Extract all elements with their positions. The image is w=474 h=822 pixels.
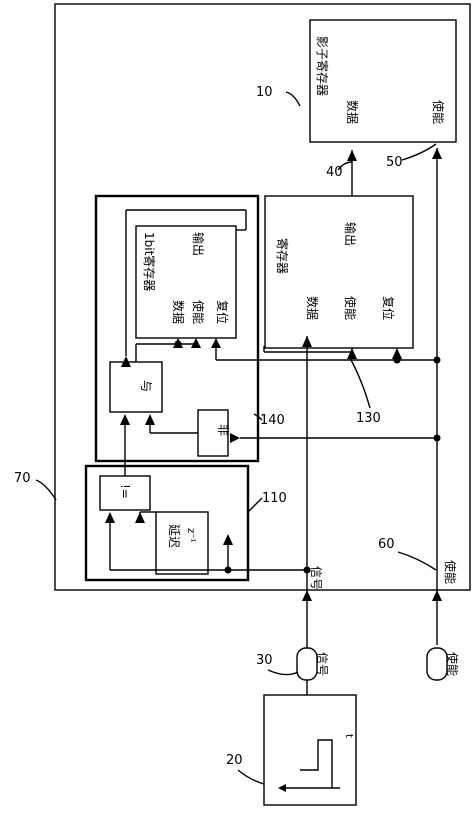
junction-and-out xyxy=(174,340,182,348)
arrow-and-input-1 xyxy=(121,356,131,367)
arrow-and-input-3 xyxy=(120,414,130,425)
ref-110: 110 xyxy=(262,491,287,506)
ref-30: 30 xyxy=(256,653,273,668)
ref-50: 50 xyxy=(386,155,403,170)
onebit-register-box xyxy=(135,225,237,339)
junction-signal-2 xyxy=(224,566,232,574)
ref-140: 140 xyxy=(260,413,285,428)
block-110 xyxy=(84,464,250,582)
arrow-shadow-enable xyxy=(432,148,442,159)
leader-130 xyxy=(349,357,371,409)
arrow-delay-input xyxy=(223,534,233,545)
leader-70 xyxy=(35,479,57,501)
register-data-label: 数据 xyxy=(305,296,320,320)
neq-gate-label: != xyxy=(118,484,132,499)
enable-capsule xyxy=(426,647,448,681)
ref-20: 20 xyxy=(226,753,243,768)
shadow-data-label: 数据 xyxy=(345,100,360,124)
arrow-enable-entry xyxy=(432,590,442,601)
arrow-and-input-2 xyxy=(145,414,155,425)
and-gate xyxy=(109,361,163,413)
delay-box xyxy=(155,511,209,575)
not-gate-label: 非 xyxy=(216,424,230,436)
junction-enable-2 xyxy=(393,356,401,364)
ref-130: 130 xyxy=(356,411,381,426)
arrow-register-data xyxy=(302,336,312,347)
arrow-register-enable xyxy=(347,348,357,359)
arrow-neq-input-1 xyxy=(105,512,115,523)
junction-enable-1 xyxy=(433,356,441,364)
arrow-not-input xyxy=(230,433,240,443)
leader-110 xyxy=(247,497,263,513)
signal-outside-label: 信号 xyxy=(315,652,329,676)
signal-capsule xyxy=(296,647,318,681)
source-pulse xyxy=(300,739,333,788)
enable-inside-label: 使能 xyxy=(443,560,458,584)
register-box xyxy=(264,195,414,349)
arrow-neq-input-2 xyxy=(135,512,145,523)
block-140 xyxy=(94,194,260,463)
delay-symbol: z⁻¹ xyxy=(185,528,196,543)
signal-inside-label: 信号 xyxy=(309,566,323,590)
leader-50 xyxy=(401,143,437,161)
arrow-onebit-enable xyxy=(191,338,201,348)
delay-title: 延迟 xyxy=(167,524,181,548)
onebit-register-title: 1bit寄存器 xyxy=(142,232,157,291)
register-title: 寄存器 xyxy=(275,238,290,274)
arrow-onebit-reset xyxy=(211,338,221,348)
junction-signal xyxy=(303,566,311,574)
source-axis-label: t xyxy=(343,734,354,738)
ref-70: 70 xyxy=(14,471,31,486)
ref-60: 60 xyxy=(378,537,395,552)
leader-60 xyxy=(397,551,437,571)
neq-gate xyxy=(99,475,151,511)
register-output-label: 输出 xyxy=(343,222,358,246)
leader-10 xyxy=(285,91,301,107)
signal-source-box xyxy=(263,694,357,806)
arrow-register-reset xyxy=(392,348,402,359)
onebit-output-label: 输出 xyxy=(191,232,206,256)
onebit-enable-label: 使能 xyxy=(191,300,206,324)
onebit-data-label: 数据 xyxy=(171,300,186,324)
junction-enable-not xyxy=(433,434,441,442)
source-axis-arrowhead xyxy=(278,784,286,792)
register-reset-label: 复位 xyxy=(381,296,396,320)
leader-140 xyxy=(253,413,263,421)
leader-20 xyxy=(237,769,265,785)
arrow-shadow-data xyxy=(347,150,357,161)
enable-outside-label: 使能 xyxy=(445,652,460,676)
shadow-register-box xyxy=(309,19,457,143)
shadow-register-title: 影子寄存器 xyxy=(315,36,330,96)
leader-40 xyxy=(337,161,353,171)
shadow-enable-label: 使能 xyxy=(431,100,446,124)
and-gate-label: 与 xyxy=(139,380,153,392)
leader-30 xyxy=(267,669,299,676)
ref-10: 10 xyxy=(256,85,273,100)
arrow-signal-entry xyxy=(302,590,312,601)
onebit-reset-label: 复位 xyxy=(215,300,230,324)
register-enable-label: 使能 xyxy=(343,296,358,320)
